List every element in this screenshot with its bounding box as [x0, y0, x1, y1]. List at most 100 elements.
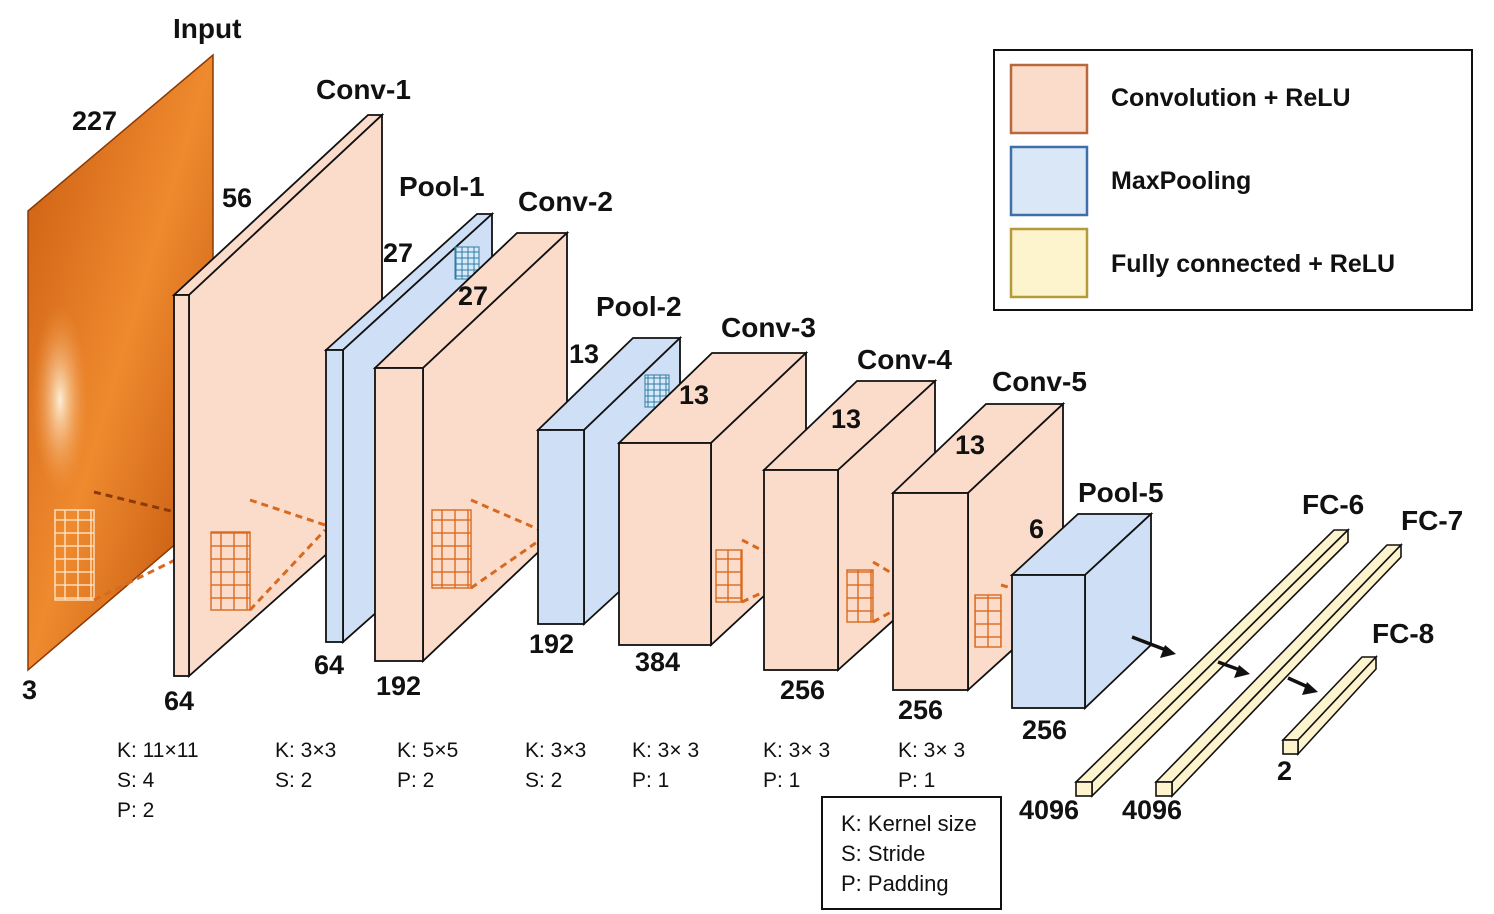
pool5-depth-label: 256 — [1022, 715, 1067, 745]
input-highlight — [32, 305, 88, 495]
legend: Convolution + ReLU MaxPooling Fully conn… — [993, 49, 1473, 311]
input-depth-label: 3 — [22, 675, 37, 705]
conv5-padding-param: P: 1 — [898, 769, 935, 792]
conv1-params: K: 11×11 S: 4 P: 2 — [117, 739, 199, 822]
conv2-dash-line-bottom — [470, 538, 541, 590]
pool5-volume — [1009, 511, 1154, 711]
key-stride-text: S: Stride — [841, 841, 925, 866]
pool1-side-label: 27 — [383, 238, 413, 268]
pool5-title: Pool-5 — [1078, 477, 1164, 508]
conv5-side-label: 13 — [955, 430, 985, 460]
flow-arrow-fc7-fc8 — [1287, 676, 1318, 695]
fc8-bar — [1281, 654, 1378, 757]
pool2-stride-param: S: 2 — [525, 769, 562, 792]
pool2-title: Pool-2 — [596, 291, 682, 322]
conv4-kernel-grid — [846, 569, 874, 623]
conv1-kernel-grid — [210, 531, 251, 611]
flow-arrow-fc6-fc7 — [1217, 660, 1250, 678]
conv2-depth-label: 192 — [376, 671, 421, 701]
conv2-front-face — [374, 367, 424, 662]
fc8-title: FC-8 — [1372, 618, 1434, 649]
conv3-kernel-grid — [715, 549, 743, 603]
conv2-kernel-grid — [431, 509, 472, 589]
pool1-kernel-param: K: 3×3 — [275, 739, 336, 762]
conv3-kernel-param: K: 3× 3 — [632, 739, 699, 762]
pool1-stride-param: S: 2 — [275, 769, 312, 792]
pool2-front-face — [537, 429, 585, 625]
fc7-title: FC-7 — [1401, 505, 1463, 536]
abbreviation-key: K: Kernel size S: Stride P: Padding — [821, 796, 1002, 910]
conv2-padding-param: P: 2 — [397, 769, 434, 792]
conv1-padding-param: P: 2 — [117, 799, 154, 822]
input-kernel-grid — [54, 509, 95, 601]
conv3-padding-param: P: 1 — [632, 769, 669, 792]
fc6-size-label: 4096 — [1019, 795, 1079, 825]
flow-arrow-pool5-fc6 — [1131, 635, 1176, 658]
conv5-params: K: 3× 3 P: 1 — [898, 739, 965, 792]
conv3-front-face — [618, 442, 712, 646]
conv4-depth-label: 256 — [780, 675, 825, 705]
legend-conv-label: Convolution + ReLU — [1111, 84, 1351, 112]
conv4-front-face — [763, 469, 839, 671]
conv1-dash-line-top — [249, 498, 326, 527]
input-side-label: 227 — [72, 106, 117, 136]
conv2-params: K: 5×5 P: 2 — [397, 739, 458, 792]
conv3-depth-label: 384 — [635, 647, 680, 677]
fc6-title: FC-6 — [1302, 489, 1364, 520]
pool1-kernel-grid — [454, 246, 480, 280]
conv1-depth-label: 64 — [164, 686, 194, 716]
conv2-kernel-param: K: 5×5 — [397, 739, 458, 762]
key-padding-text: P: Padding — [841, 871, 949, 896]
conv3-side-label: 13 — [679, 380, 709, 410]
conv1-dash-line-bottom — [248, 528, 327, 612]
fc8-size-label: 2 — [1277, 756, 1292, 786]
legend-conv-swatch — [1009, 63, 1089, 135]
conv5-depth-label: 256 — [898, 695, 943, 725]
legend-pool-label: MaxPooling — [1111, 167, 1251, 195]
fc8-side-face — [1297, 654, 1377, 757]
input-dash-line-bottom — [93, 558, 176, 602]
conv1-kernel-param: K: 11×11 — [117, 739, 199, 762]
pool2-kernel-param: K: 3×3 — [525, 739, 586, 762]
legend-fc-swatch — [1009, 227, 1089, 299]
conv1-front-face — [173, 294, 190, 677]
conv1-title: Conv-1 — [316, 74, 411, 105]
pool5-side-label: 6 — [1029, 514, 1044, 544]
legend-pool-swatch — [1009, 145, 1089, 217]
fc7-bar — [1154, 543, 1403, 798]
conv5-title: Conv-5 — [992, 366, 1087, 397]
conv4-title: Conv-4 — [857, 344, 952, 375]
conv2-title: Conv-2 — [518, 186, 613, 217]
fc8-front-face — [1282, 739, 1299, 755]
key-kernel-text: K: Kernel size — [841, 811, 977, 836]
conv4-side-label: 13 — [831, 404, 861, 434]
input-title: Input — [173, 13, 241, 44]
pool2-side-label: 13 — [569, 339, 599, 369]
conv3-params: K: 3× 3 P: 1 — [632, 739, 699, 792]
pool1-depth-label: 64 — [314, 650, 344, 680]
conv5-kernel-param: K: 3× 3 — [898, 739, 965, 762]
input-volume — [27, 53, 214, 672]
pool1-title: Pool-1 — [399, 171, 485, 202]
conv5-front-face — [892, 492, 969, 691]
pool2-params: K: 3×3 S: 2 — [525, 739, 586, 792]
conv2-volume — [372, 230, 570, 664]
conv1-stride-param: S: 4 — [117, 769, 155, 792]
conv4-kernel-param: K: 3× 3 — [763, 739, 830, 762]
abbreviation-key-box — [821, 796, 1002, 910]
input-dash-line-top — [93, 490, 176, 514]
conv3-volume — [616, 350, 809, 648]
fc6-front-face — [1075, 781, 1093, 797]
conv4-padding-param: P: 1 — [763, 769, 800, 792]
fc8-top-face — [1281, 656, 1378, 741]
conv1-side-label: 56 — [222, 183, 252, 213]
pool1-front-face — [325, 349, 344, 643]
fc7-front-face — [1155, 781, 1173, 797]
legend-fc-label: Fully connected + ReLU — [1111, 250, 1395, 278]
conv2-dash-line-top — [470, 498, 541, 532]
conv3-title: Conv-3 — [721, 312, 816, 343]
pool5-front-face — [1011, 574, 1086, 709]
conv4-params: K: 3× 3 P: 1 — [763, 739, 830, 792]
conv2-side-label: 27 — [458, 281, 488, 311]
